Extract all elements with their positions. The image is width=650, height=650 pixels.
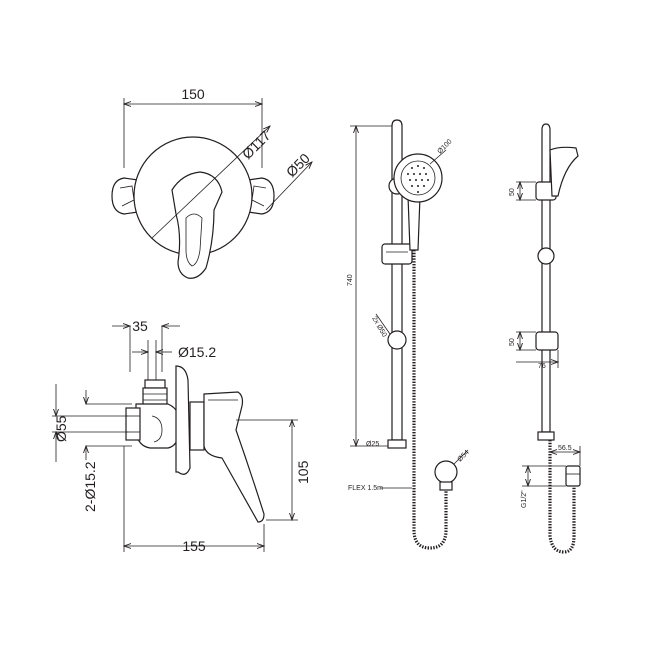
side-lever	[203, 391, 265, 523]
shower-nozzles	[407, 165, 429, 193]
plate-diameter-label: Ø117	[239, 127, 274, 162]
riser-front-view: Ø100 Ø54 740 2x Ø50 Ø25 FLEX 1.5m	[347, 119, 471, 550]
flex-hose	[412, 250, 448, 550]
handle-diameter-label: Ø50	[283, 150, 313, 180]
head-diameter-label: Ø100	[436, 138, 453, 155]
inlet-diameter-label: Ø15.2	[178, 344, 216, 360]
lower-bracket-label: 50	[509, 338, 516, 346]
rail-length-label: 740	[347, 274, 354, 286]
projection-label: 76	[538, 363, 546, 370]
hose-label: FLEX 1.5m	[348, 485, 383, 492]
mixer-lever	[171, 171, 223, 279]
riser-side-view: 50 50 76 56.5 G1/2"	[509, 123, 580, 554]
thread-label: G1/2"	[521, 490, 528, 508]
upper-bracket-label: 50	[509, 188, 516, 196]
depth-label: 155	[182, 538, 206, 554]
outlet-diameter-label: Ø54	[456, 449, 470, 463]
height-label: 105	[295, 460, 311, 484]
mixer-width-label: 150	[181, 86, 205, 102]
mixer-side-view: 35 Ø15.2 Ø55 2-Ø15.2	[52, 318, 311, 554]
mixer-front-view: 150 Ø117 Ø50	[111, 86, 313, 279]
inlets-label: 2-Ø15.2	[82, 461, 98, 512]
rail-diameter-label: Ø25	[366, 441, 379, 448]
body-diameter-label: Ø55	[53, 415, 69, 442]
offset-label: 35	[132, 318, 148, 334]
outlet-projection-label: 56.5	[558, 445, 572, 452]
